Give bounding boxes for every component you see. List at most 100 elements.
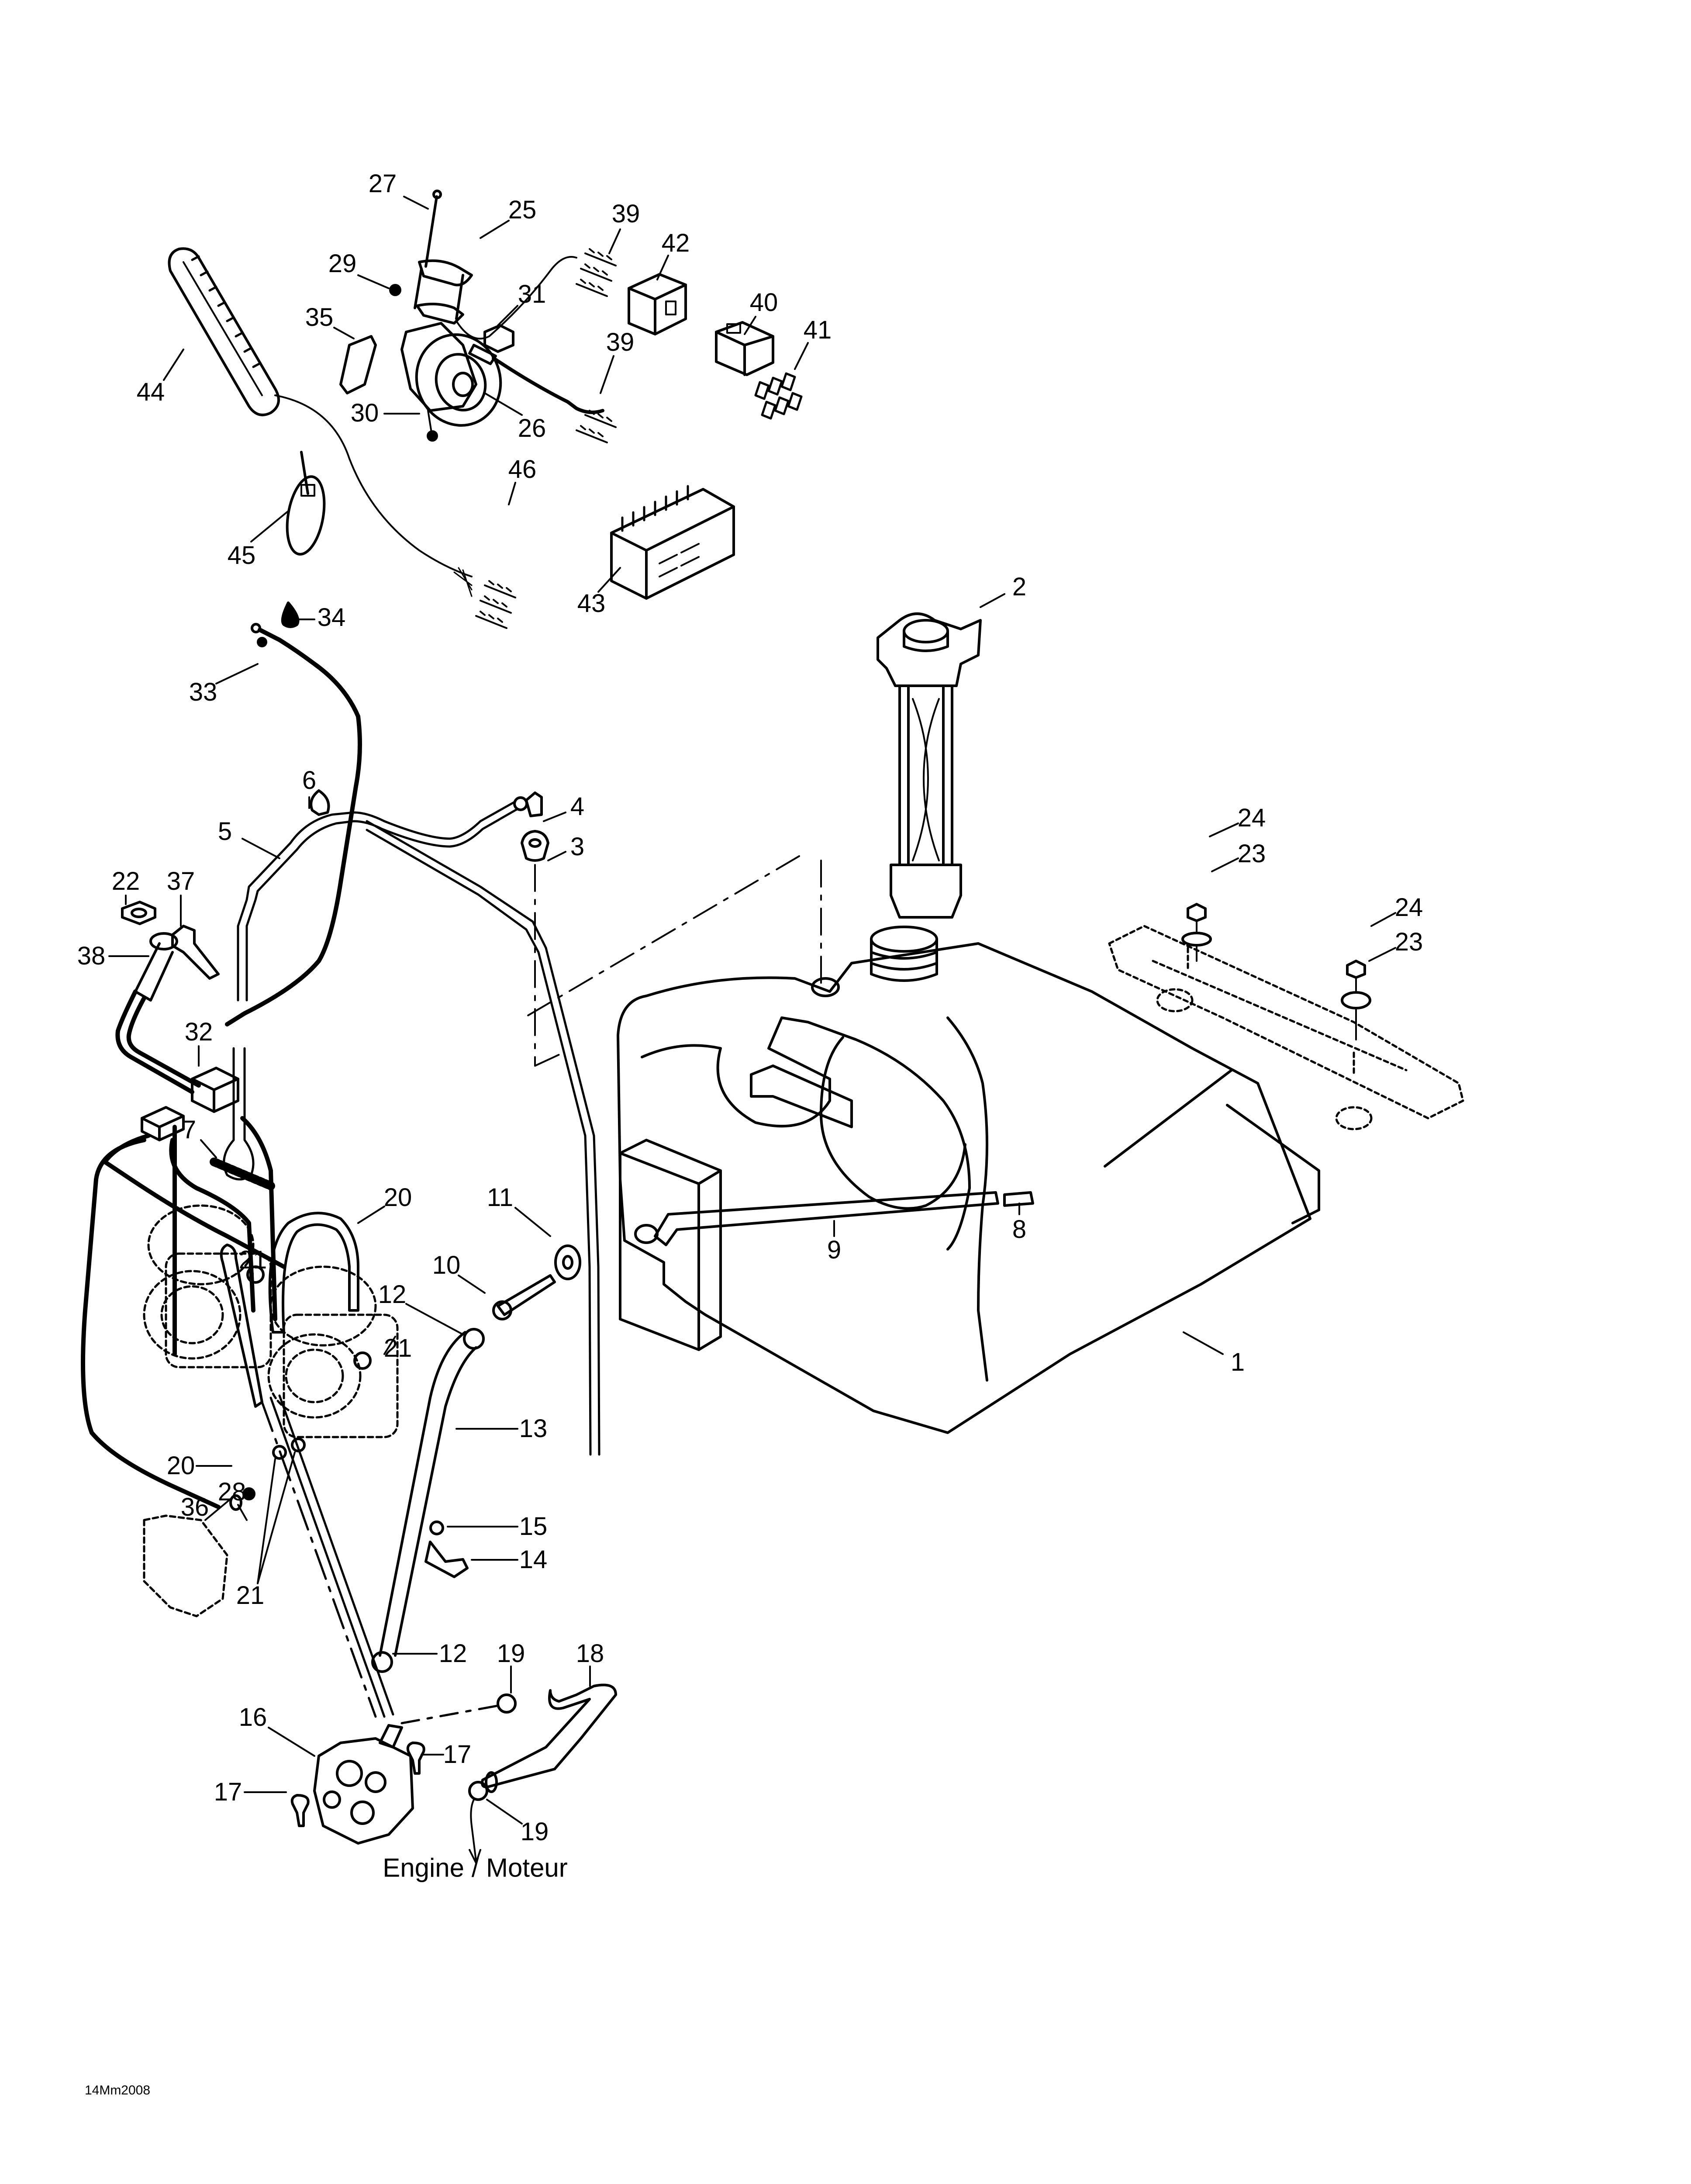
drawing-code: 14Mm2008: [84, 2083, 151, 2098]
callout-28: 28: [217, 1478, 246, 1506]
screws-17: [290, 1742, 425, 1827]
callout-18: 18: [576, 1639, 604, 1668]
nut-15: [429, 1521, 444, 1535]
callout-33: 33: [189, 678, 217, 706]
clamp-12-bottom: [371, 1651, 393, 1673]
clip-6: [310, 789, 330, 816]
terminals-41: [754, 372, 803, 420]
callout-19: 19: [520, 1818, 549, 1846]
callout-12: 12: [438, 1639, 467, 1668]
callout-25: 25: [508, 196, 537, 224]
choke-lever-37: [115, 925, 220, 1094]
choke-cable: [225, 623, 362, 1026]
clamps-21: [246, 1265, 372, 1460]
callout-13: 13: [519, 1414, 548, 1443]
callout-24: 24: [1237, 804, 1266, 832]
callout-20: 20: [166, 1451, 195, 1480]
engine-label: Engine / Moteur: [383, 1853, 568, 1883]
carburetors: [143, 1204, 399, 1617]
tie-wrap-45: [286, 451, 326, 556]
leader-lines: [108, 196, 1396, 1825]
callout-21: 21: [236, 1581, 265, 1610]
callout-29: 29: [328, 249, 357, 278]
connector-housing-40: [715, 321, 774, 376]
clamp-12-top: [463, 1328, 485, 1350]
vent-centerline: [534, 864, 564, 1067]
cover-35: [339, 335, 377, 394]
screw-30: [427, 410, 438, 442]
fuel-cap-2: [877, 612, 982, 919]
callout-37: 37: [166, 867, 195, 895]
pump-line: [269, 1394, 394, 1718]
terminals-39-top: [576, 248, 617, 297]
callout-45: 45: [227, 541, 256, 570]
impulse-hose-18: [481, 1683, 617, 1793]
junction-block-32: [141, 1067, 239, 1141]
callout-10: 10: [432, 1251, 461, 1279]
harness-wires: [81, 1116, 286, 1509]
outlet-fitting-10: [492, 1274, 556, 1320]
connector-housing-42: [628, 273, 687, 335]
loop-wire: [223, 1047, 255, 1181]
callout-23: 23: [1237, 840, 1266, 868]
callout-21: 21: [238, 1246, 267, 1274]
throttle-wire: [456, 256, 577, 340]
callout-24: 24: [1394, 893, 1423, 922]
nuts-24-washers-23: [1181, 903, 1371, 1040]
grommet-3: [521, 830, 549, 862]
screw-33: [257, 637, 267, 647]
callout-27: 27: [368, 169, 397, 198]
callout-12: 12: [378, 1280, 407, 1309]
fuel-pump-16: [313, 1724, 414, 1845]
terminals-39-bottom: [576, 410, 617, 443]
throttle-lever-housing-25: [414, 259, 473, 325]
nut-22: [121, 901, 156, 925]
clamps-19: [468, 1693, 517, 1801]
callout-34: 34: [317, 603, 346, 632]
callout-9: 9: [827, 1236, 842, 1264]
nut-28-washer-36: [229, 1487, 255, 1511]
callout-40: 40: [749, 288, 778, 317]
callout-22: 22: [111, 867, 140, 895]
pump-line-centerline: [261, 1401, 377, 1718]
callout-17: 17: [214, 1778, 242, 1806]
callout-26: 26: [518, 414, 546, 442]
tank-centerline: [523, 855, 822, 1019]
callout-20: 20: [383, 1183, 412, 1212]
callout-41: 41: [803, 316, 832, 344]
callout-35: 35: [305, 303, 334, 332]
callout-17: 17: [443, 1740, 472, 1769]
screw-29: [389, 284, 401, 296]
callout-46: 46: [508, 455, 537, 484]
vent-line-5: [237, 800, 600, 1456]
callout-11: 11: [487, 1183, 514, 1212]
callout-21: 21: [383, 1334, 412, 1362]
callout-2: 2: [1012, 573, 1027, 601]
callout-39: 39: [611, 200, 640, 228]
fuel-tank-1: [617, 926, 1320, 1434]
callout-39: 39: [606, 328, 635, 356]
ferrule-34: [281, 601, 300, 628]
spiral-wrap-7: [210, 1158, 275, 1190]
bracket-14: [424, 1541, 469, 1578]
callout-30: 30: [350, 399, 379, 427]
pin-27: [424, 190, 442, 268]
callout-38: 38: [77, 942, 106, 970]
fuel-hose-20: [220, 1212, 359, 1408]
connector-housing-43: [610, 485, 735, 600]
engine-arrow: [469, 1799, 481, 1864]
switch-31: [468, 324, 604, 414]
terminals-46: [475, 580, 516, 629]
heated-grip-44: [168, 247, 473, 597]
callout-32: 32: [184, 1018, 213, 1046]
callout-7: 7: [182, 1116, 197, 1144]
vent-fitting-4: [513, 791, 543, 817]
fuel-line-13: [379, 1331, 477, 1657]
callout-16: 16: [238, 1703, 267, 1731]
callout-3: 3: [570, 833, 585, 861]
throttle-housing-26: [400, 322, 502, 427]
callout-23: 23: [1394, 928, 1423, 956]
mounting-rail: [1108, 925, 1464, 1130]
